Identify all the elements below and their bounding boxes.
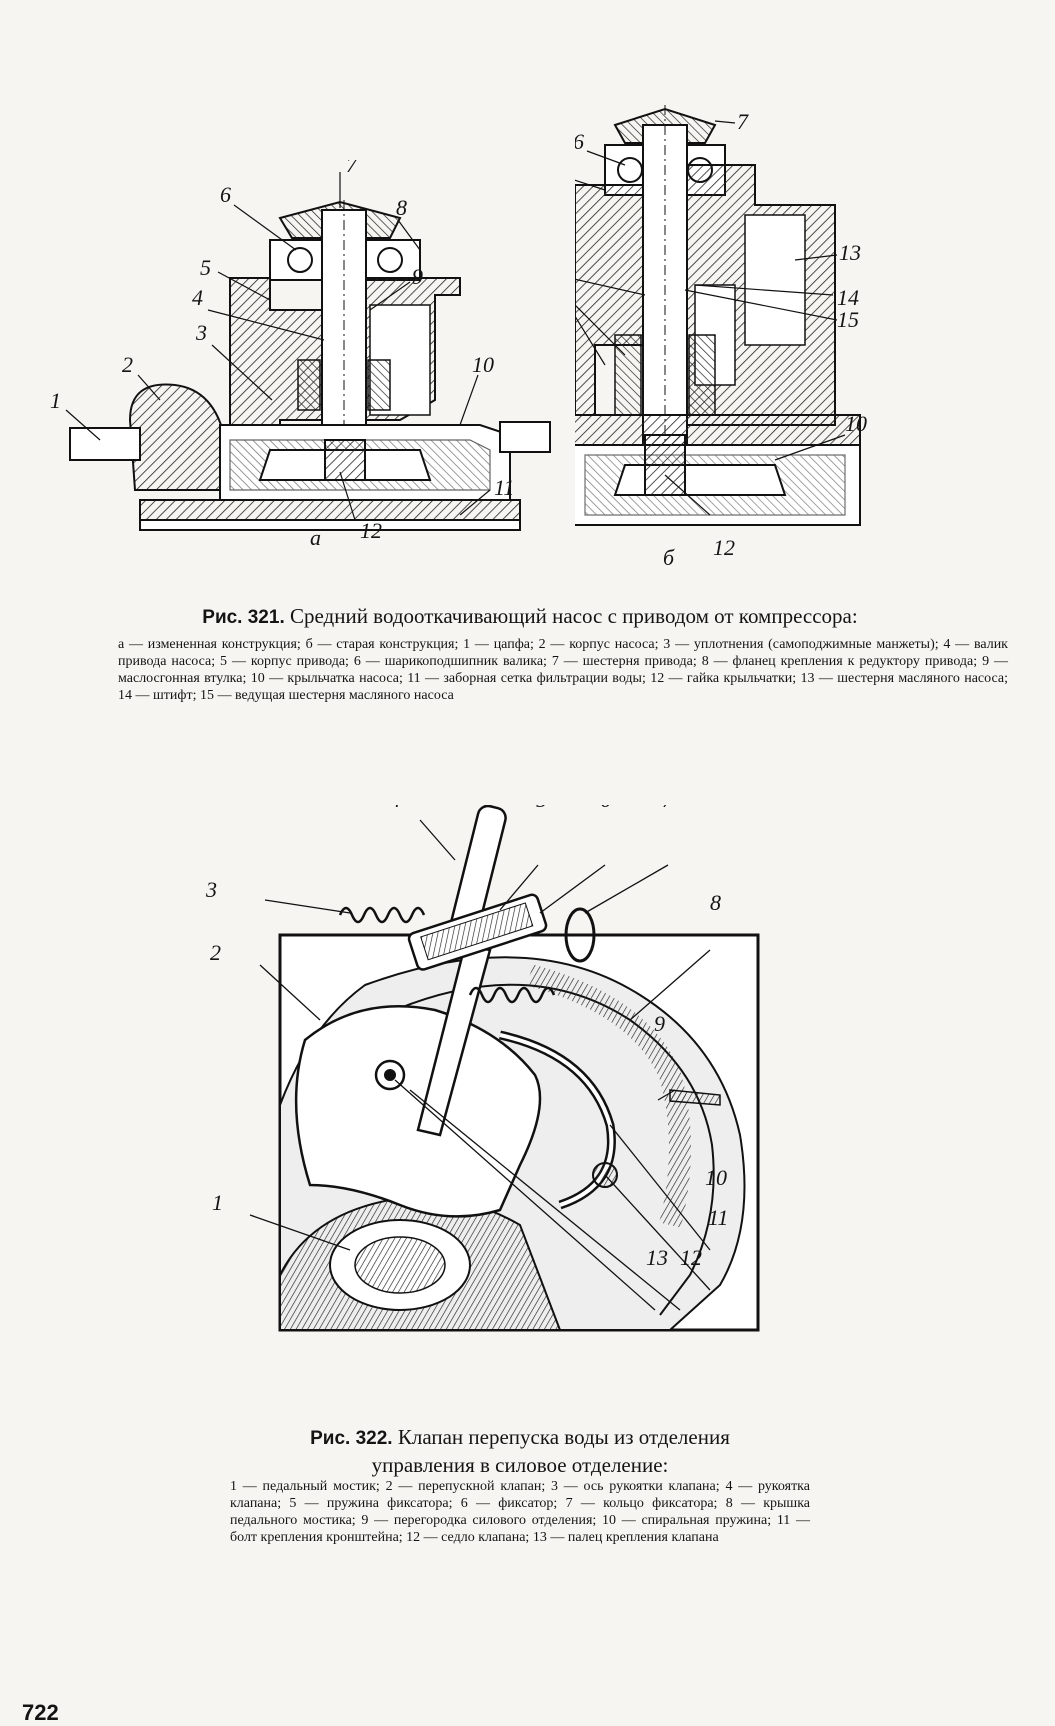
fig322-label: 8 [710, 890, 721, 915]
fig322-label: 4 [390, 805, 401, 812]
figure-321-title: Средний водооткачивающий насос с приводо… [289, 604, 858, 628]
legend-item: 11 — заборная сетка фильтрации воды; [407, 671, 651, 686]
legend-item: 6 — фиксатор; [460, 1496, 566, 1511]
legend-item: 1 — цапфа; [463, 637, 539, 652]
legend-item: 5 — корпус привода; [220, 654, 354, 669]
fig322-label: 11 [708, 1205, 728, 1230]
legend-item: 2 — корпус насоса; [538, 637, 664, 652]
fig321-left-label: 1 [50, 388, 61, 413]
figure-322-caption: Рис. 322. Клапан перепуска воды из отдел… [230, 1424, 810, 1478]
legend-item: 5 — пружина фиксатора; [289, 1496, 461, 1511]
fig322-label: 13 [646, 1245, 668, 1270]
figure-322-title-line2: управления в силовое отделение: [371, 1453, 669, 1477]
fig321-left-label: 12 [360, 518, 382, 543]
fig321-left-label: 8 [396, 195, 407, 220]
fig321-right-label: 14 [837, 285, 859, 310]
fig322-label: 5 [536, 805, 547, 812]
legend-item: 13 — шестерня масляного насоса; [800, 671, 1008, 686]
legend-item: 15 — ведущая шестерня масляного насоса [199, 688, 454, 703]
figure-322-number: Рис. 322. [310, 1428, 393, 1449]
figure-321-number: Рис. 321. [202, 607, 285, 628]
fig321-left-label: 5 [200, 255, 211, 280]
figure-322-legend: 1 — педальный мостик; 2 — перепускной кл… [230, 1478, 810, 1546]
legend-item: 2 — перепускной клапан; [385, 1479, 551, 1494]
fig321-right-label: 10 [845, 411, 867, 436]
figure-321-legend: а — измененная конструкция; б — старая к… [118, 636, 1008, 704]
fig322-label: 9 [654, 1011, 665, 1036]
fig321-left-label: 4 [192, 285, 203, 310]
fig321-left-label: 7 [346, 160, 358, 177]
figure-322-drawing: 1 2 3 4 5 6 7 8 9 10 11 12 13 [205, 805, 760, 1332]
fig322-label: 3 [205, 877, 217, 902]
fig321-left-label: 9 [412, 264, 423, 289]
fig321-right-label: 12 [713, 535, 735, 560]
fig321-right-label: 7 [737, 109, 749, 134]
fig322-label: 10 [705, 1165, 727, 1190]
figure-321-caption-title: Рис. 321. Средний водооткачивающий насос… [80, 603, 980, 631]
figure-322-title-line1: Клапан перепуска воды из отделения [397, 1425, 730, 1449]
fig321-right-label: 15 [837, 307, 859, 332]
fig321-left-label: 3 [195, 320, 207, 345]
legend-item: 12 — седло клапана; [406, 1530, 533, 1545]
legend-item: 6 — шарикоподшипник валика; [353, 654, 552, 669]
legend-item: б — старая конструкция; [305, 637, 464, 652]
legend-item: 7 — кольцо фиксатора; [565, 1496, 726, 1511]
figure-322-caption-line1: Рис. 322. Клапан перепуска воды из отдел… [230, 1424, 810, 1452]
page-number: 722 [22, 1700, 59, 1725]
fig321-left-label: 6 [220, 182, 231, 207]
legend-item: 10 — спиральная пружина; [602, 1513, 777, 1528]
legend-item: 8 — фланец крепления к редуктору привода… [701, 654, 983, 669]
figure-321-right-drawing: 3 4 5 6 7 10 12 13 14 15 б [575, 105, 867, 570]
figure-322-caption-line2: управления в силовое отделение: [230, 1452, 810, 1478]
fig322-label: 12 [680, 1245, 702, 1270]
legend-item: 10 — крыльчатка насоса; [250, 671, 408, 686]
fig322-label: 6 [600, 805, 611, 812]
legend-item: 8 — крышка педального мостика; [230, 1496, 810, 1528]
legend-item: 11 — болт крепления кронштейна; [230, 1513, 811, 1545]
legend-item: 4 — рукоятка клапана; [230, 1479, 810, 1511]
legend-item: 9 — маслосгонная втулка; [118, 654, 1009, 686]
legend-item: 12 — гайка крыльчатки; [650, 671, 801, 686]
fig321-left-label: 11 [494, 475, 514, 500]
fig321-right-label: 6 [575, 129, 584, 154]
legend-item: 13 — палец крепления клапана [532, 1530, 719, 1545]
legend-item: 14 — штифт; [118, 688, 200, 703]
legend-item: 1 — педальный мостик; [230, 1479, 386, 1494]
legend-item: 3 — уплотнения (самоподжимные манжеты); [663, 637, 944, 652]
fig322-label: 7 [662, 805, 674, 812]
fig321-left-label: 10 [472, 352, 494, 377]
fig321-panel-letter-b: б [663, 545, 675, 570]
fig322-label: 2 [210, 940, 221, 965]
fig321-left-label: 2 [122, 352, 133, 377]
legend-item: 3 — ось рукоятки клапана; [551, 1479, 726, 1494]
legend-item: 7 — шестерня привода; [551, 654, 702, 669]
fig321-panel-letter-a: а [310, 525, 321, 550]
fig322-label: 1 [212, 1190, 223, 1215]
legend-item: 9 — перегородка силового отделения; [361, 1513, 603, 1528]
figure-321-caption: Рис. 321. Средний водооткачивающий насос… [80, 603, 980, 631]
legend-item: 4 — валик привода насоса; [118, 637, 1008, 669]
legend-item: а — измененная конструкция; [118, 637, 306, 652]
figure-321-left-drawing: 1 2 3 4 5 6 7 8 9 10 11 12 а [50, 160, 551, 550]
fig321-right-label: 13 [839, 240, 861, 265]
